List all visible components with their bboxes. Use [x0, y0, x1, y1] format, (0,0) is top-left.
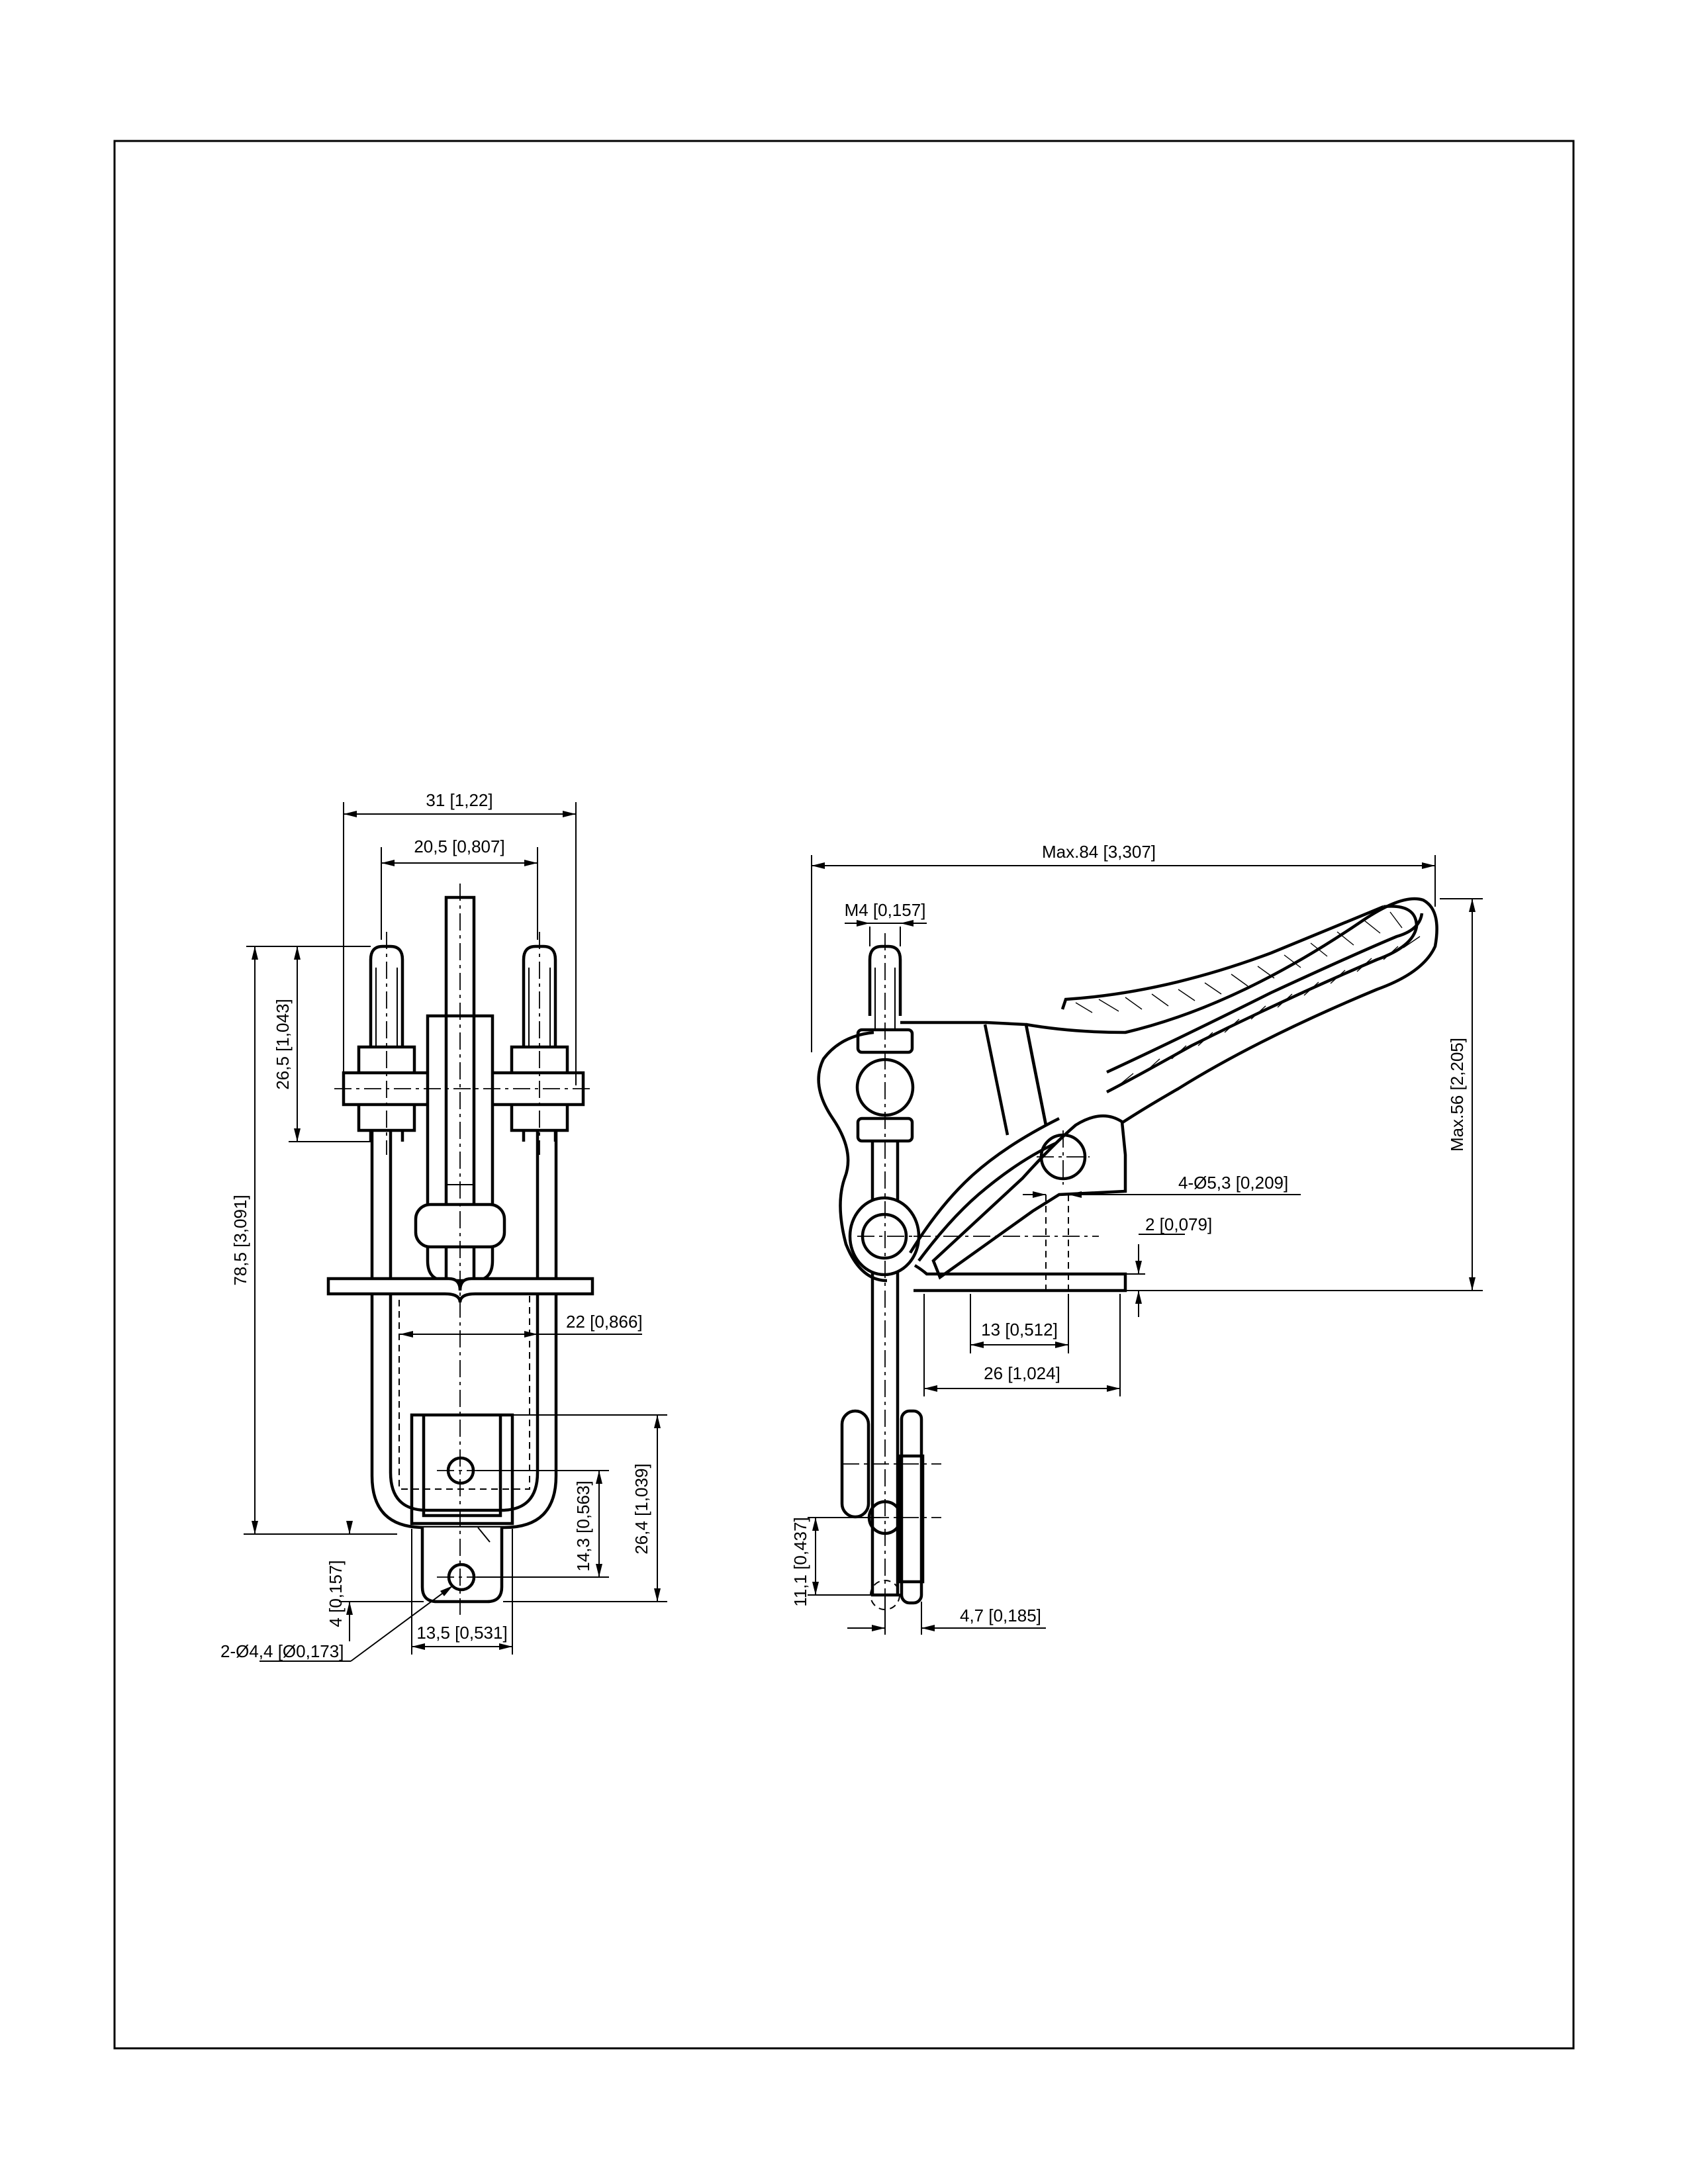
- u-loop-inner: [389, 1105, 539, 1512]
- dim-hole-spacing: 14,3 [0,563]: [573, 1480, 593, 1571]
- lower-bracket: [410, 1413, 514, 1525]
- clamp-arm: [817, 1030, 888, 1283]
- dim-thread: M4 [0,157]: [845, 900, 926, 920]
- side-view: Max.84 [3,307] M4 [0,157] Max.56 [2,205]…: [790, 842, 1483, 1635]
- link-arm: [909, 1116, 1060, 1254]
- dim-thread-length: 26,5 [1,043]: [273, 999, 293, 1089]
- dim-hole-diameter: 2-Ø4,4 [Ø0,173]: [220, 1641, 344, 1661]
- base-foot: [914, 1264, 1127, 1293]
- base-plate: [326, 1277, 594, 1303]
- dim-bolt-spacing: 20,5 [0,807]: [414, 837, 504, 856]
- bracket-hidden: [399, 1277, 530, 1490]
- dim-total-height: 78,5 [3,091]: [230, 1195, 250, 1285]
- dim-max-length: Max.84 [3,307]: [1042, 842, 1156, 862]
- dim-mount-holes: 4-Ø5,3 [0,209]: [1178, 1173, 1288, 1193]
- handle-block: [900, 1021, 1048, 1126]
- dim-lug-offset: 4 [0,157]: [326, 1560, 346, 1627]
- handle-grip: [1025, 897, 1438, 1140]
- main-bracket: [931, 1114, 1127, 1280]
- dim-lug-width: 13,5 [0,531]: [416, 1623, 507, 1643]
- front-view: 31 [1,22] 20,5 [0,807] 78,5 [3,091] 26,5…: [220, 790, 667, 1662]
- dim-lug-thickness: 4,7 [0,185]: [960, 1606, 1041, 1625]
- dim-inner-width: 22 [0,866]: [566, 1312, 643, 1332]
- dim-base-thickness: 2 [0,079]: [1145, 1214, 1212, 1234]
- dim-hole-spacing-side: 13 [0,512]: [981, 1320, 1058, 1340]
- dim-base-length: 26 [1,024]: [984, 1363, 1060, 1383]
- drawing-border: [113, 140, 1575, 2050]
- dim-lug-height: 11,1 [0,437]: [790, 1517, 810, 1606]
- dim-bracket-height: 26,4 [1,039]: [632, 1463, 651, 1554]
- side-lug-front: [900, 1409, 923, 1605]
- dim-overall-width: 31 [1,22]: [426, 790, 492, 810]
- grip-hatching: [1075, 911, 1421, 1086]
- dim-max-height: Max.56 [2,205]: [1447, 1038, 1467, 1152]
